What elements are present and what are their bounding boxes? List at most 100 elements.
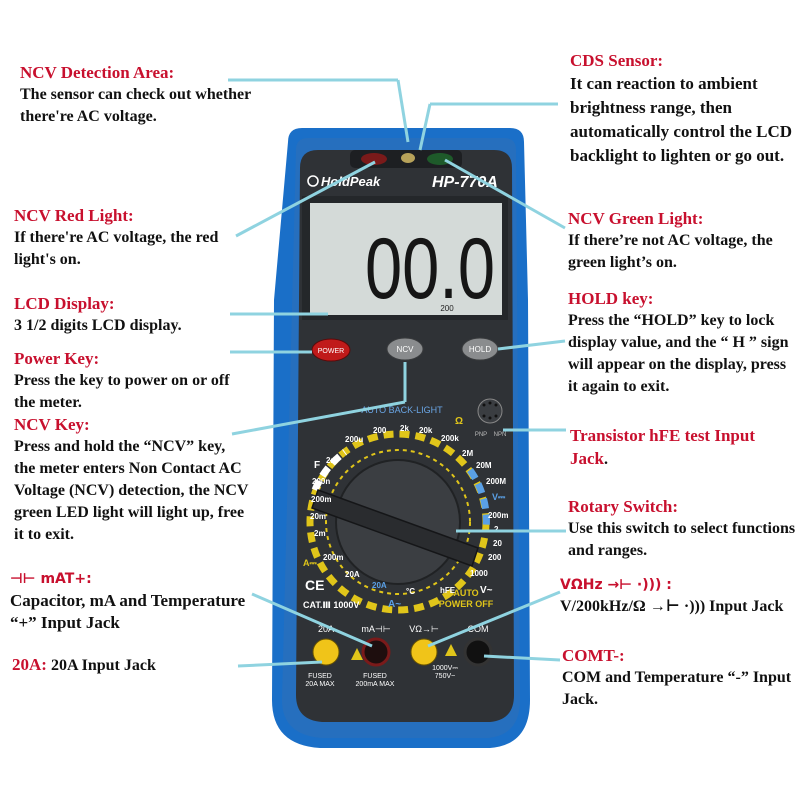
- annotation-title: ⊣⊢ mAT+:: [10, 571, 92, 587]
- power-key[interactable]: POWER: [311, 338, 351, 362]
- jack-label-ma: mA⊣⊢: [361, 624, 390, 634]
- lcd-display: [310, 203, 502, 315]
- annotation-hfe: Transistor hFE test Input Jack.: [570, 425, 790, 471]
- lcd-reading: 00.0: [365, 221, 495, 317]
- dial-label-v200: 200: [488, 553, 502, 562]
- dial-label-u200: 200u: [345, 435, 363, 444]
- annotation-title: NCV Green Light:: [568, 209, 704, 228]
- annotation-vohz: VΩHz →⊢ ·))) : V/200kHz/Ω →⊢ ·))) Input …: [560, 574, 798, 618]
- hold-key[interactable]: HOLD: [461, 337, 499, 361]
- dial-label-c: °C: [406, 587, 415, 596]
- ncv-key[interactable]: NCV: [386, 337, 424, 361]
- annotation-body: If there’re not AC voltage, the green li…: [568, 232, 773, 271]
- dial-label-adc: A⎓: [303, 558, 317, 568]
- dial-label-m20: 20m: [310, 512, 326, 521]
- dial-label-vdc: V⎓: [492, 492, 506, 502]
- annotation-title: 20A:: [12, 655, 47, 674]
- lcd-range: 200: [440, 304, 454, 313]
- dial-label-v20: 20: [493, 539, 502, 548]
- dial-label-vac: V~: [480, 585, 493, 596]
- vmax-label: 1000V⎓750V~: [432, 665, 458, 680]
- power-key-label: POWER: [318, 348, 344, 355]
- dial-label-f: F: [314, 460, 320, 471]
- ce-mark: CE: [305, 577, 324, 593]
- dial-white-arc: [311, 449, 348, 492]
- annotation-body: It can reaction to ambient brightness ra…: [570, 74, 793, 165]
- leader-hold: [497, 339, 566, 351]
- holdpeak-logo-icon: [307, 175, 319, 187]
- dial-label-ohm: Ω: [455, 416, 463, 427]
- model-label: HP-770A: [432, 174, 498, 191]
- hold-key-label: HOLD: [469, 345, 491, 354]
- annotation-power: Power Key: Press the key to power on or …: [14, 348, 234, 414]
- annotation-title: NCV Red Light:: [14, 206, 134, 225]
- jack-label-com: COM: [468, 624, 489, 634]
- jack-com[interactable]: [463, 637, 493, 667]
- dial-label-M2: 2M: [462, 449, 473, 458]
- auto-backlight-label: AUTO BACK-LIGHT: [361, 405, 443, 415]
- rotary-switch[interactable]: [311, 459, 479, 585]
- dial-label-v1000: 1000: [470, 569, 488, 578]
- annotation-rotary: Rotary Switch: Use this switch to select…: [568, 496, 798, 562]
- pnp-label: PNP: [475, 432, 487, 438]
- dial-label-m2: 2m: [314, 529, 326, 538]
- annotation-body: If there're AC voltage, the red light's …: [14, 229, 219, 268]
- dial-label-hfe: hFE: [440, 586, 456, 595]
- annotation-body: Press the “HOLD” key to lock display val…: [568, 312, 789, 395]
- annotation-lcd: LCD Display: 3 1/2 digits LCD display.: [14, 293, 234, 337]
- annotation-body: Press the key to power on or off the met…: [14, 372, 230, 411]
- annotation-ncv-key: NCV Key: Press and hold the “NCV” key, t…: [14, 414, 250, 546]
- annotation-title: CDS Sensor:: [570, 51, 664, 70]
- annotation-body: COM and Temperature “-” Input Jack.: [562, 669, 792, 708]
- annotation-title: NCV Key:: [14, 415, 90, 434]
- warning-icon: [351, 648, 363, 660]
- annotation-ncv-area: NCV Detection Area: The sensor can check…: [20, 62, 280, 128]
- dial-label-n200: 200n: [312, 477, 330, 486]
- dial-label-a20: 20A: [345, 570, 360, 579]
- dial-label-M200: 200M: [486, 477, 506, 486]
- leader-20a: [237, 660, 323, 668]
- dial-label-v200m: 200m: [488, 511, 508, 520]
- leader-ncv-key: [231, 400, 406, 436]
- annotation-comt: COMT-: COM and Temperature “-” Input Jac…: [562, 645, 792, 711]
- annotation-title: COMT-:: [562, 646, 625, 665]
- annotation-body: V/200kHz/Ω →⊢ ·))) Input Jack: [560, 598, 784, 615]
- annotation-20a: 20A: 20A Input Jack: [12, 654, 242, 677]
- dial-inner-ring: [325, 449, 471, 595]
- cds-sensor: [401, 153, 415, 163]
- warning-icon-2: [445, 644, 457, 656]
- jack-20a[interactable]: [312, 638, 340, 666]
- annotation-hold: HOLD key: Press the “HOLD” key to lock d…: [568, 288, 796, 398]
- dial-label-m200: 200m: [311, 495, 331, 504]
- dial-label-r200k: 200k: [441, 434, 459, 443]
- annotation-body: Press and hold the “NCV” key, the meter …: [14, 438, 249, 543]
- annotation-cap: ⊣⊢ mAT+: Capacitor, mA and Temperature “…: [10, 568, 260, 634]
- annotation-body: The sensor can check out whether there'r…: [20, 86, 251, 125]
- dial-label-r20k: 20k: [419, 426, 433, 435]
- leader-ncv-red: [235, 160, 376, 238]
- dial-label-a200m: 200m: [323, 553, 343, 562]
- annotation-title: LCD Display:: [14, 294, 115, 313]
- transistor-socket[interactable]: [477, 398, 503, 424]
- annotation-body: 20A Input Jack: [46, 657, 156, 674]
- annotation-body: Capacitor, mA and Temperature “+” Input …: [10, 591, 246, 632]
- annotation-cds: CDS Sensor: It can reaction to ambient b…: [570, 50, 795, 168]
- jack-label-v: VΩ→⊢: [409, 624, 439, 634]
- leader-ncv-green: [444, 158, 566, 230]
- leader-comt: [483, 654, 561, 662]
- annotation-tail: .: [604, 451, 608, 468]
- leader-vohz: [427, 590, 561, 648]
- annotation-title: HOLD key:: [568, 289, 654, 308]
- dial-label-aac: A~: [388, 599, 401, 610]
- annotation-title: Transistor hFE test Input Jack: [570, 426, 755, 468]
- annotation-title: Power Key:: [14, 349, 100, 368]
- annotation-ncv-red: NCV Red Light: If there're AC voltage, t…: [14, 205, 234, 271]
- annotation-body: 3 1/2 digits LCD display.: [14, 317, 182, 334]
- dial-blue-arc: [467, 467, 490, 531]
- annotation-body: Use this switch to select functions and …: [568, 520, 796, 559]
- annotation-title: VΩHz →⊢ ·))) :: [560, 577, 672, 593]
- dial-label-n2: 2n: [326, 456, 335, 465]
